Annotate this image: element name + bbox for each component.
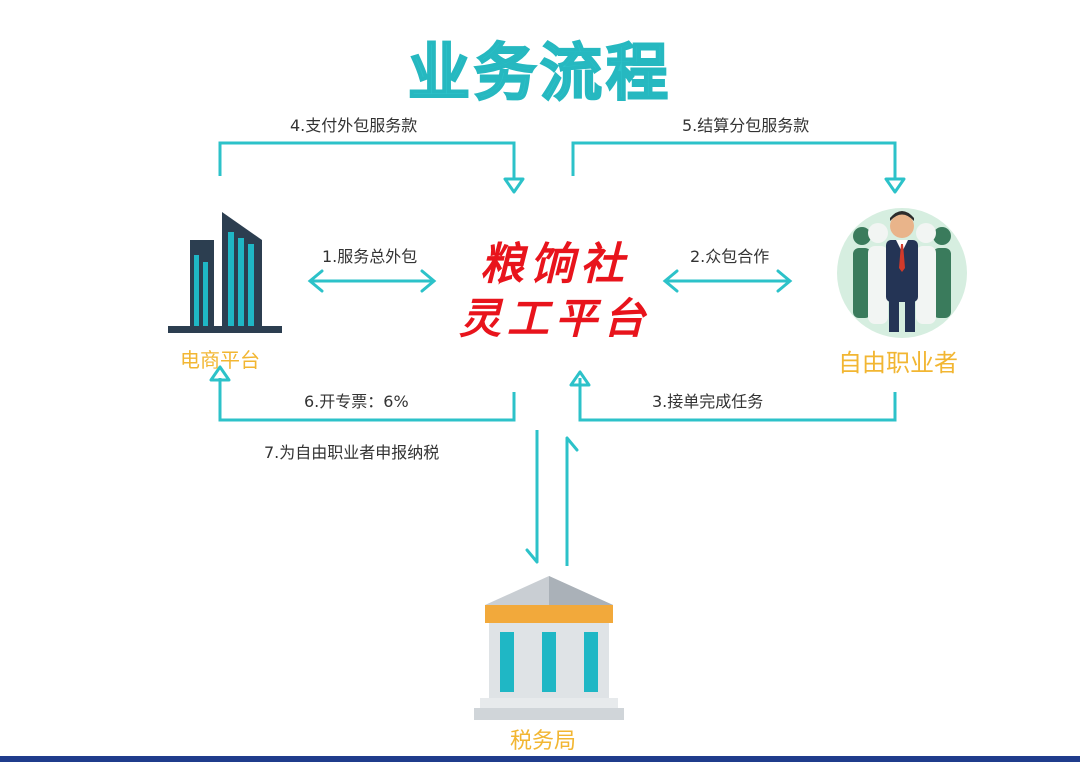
tax-bureau-label: 税务局 xyxy=(510,729,577,754)
bottom-border xyxy=(0,756,1080,762)
flow-line-step6 xyxy=(218,378,516,422)
flow-line-step4 xyxy=(218,141,516,178)
flow-line-step5 xyxy=(571,141,897,178)
arrowhead-step7-down xyxy=(525,548,539,564)
arrowhead-step1-left xyxy=(307,269,324,293)
arrowhead-step1-right xyxy=(420,269,437,293)
step-4-label: 4.支付外包服务款 xyxy=(290,116,418,135)
flow-line-step3 xyxy=(578,378,897,422)
step-2-label: 2.众包合作 xyxy=(690,247,770,266)
arrowhead-step2-right xyxy=(776,269,793,293)
step-5-label: 5.结算分包服务款 xyxy=(682,116,810,135)
arrowhead-step3 xyxy=(569,370,591,387)
step-3-label: 3.接单完成任务 xyxy=(652,392,764,411)
arrowhead-step4 xyxy=(503,177,525,194)
step-1-label: 1.服务总外包 xyxy=(322,247,418,266)
arrowhead-step6 xyxy=(209,365,231,382)
arrowhead-step5 xyxy=(884,177,906,194)
businessman-group-icon xyxy=(837,208,967,338)
center-platform-name: 粮饷社 xyxy=(480,239,630,290)
arrowhead-step2-left xyxy=(662,269,679,293)
step-7-label: 7.为自由职业者申报纳税 xyxy=(264,443,440,462)
government-building-icon xyxy=(474,576,624,720)
diagram-title: 业务流程 xyxy=(407,35,672,110)
freelancer-label: 自由职业者 xyxy=(838,349,958,377)
ecommerce-label: 电商平台 xyxy=(180,348,260,372)
office-buildings-icon xyxy=(168,212,282,333)
step-6-label: 6.开专票：6% xyxy=(304,392,409,411)
center-platform-subtitle: 灵工平台 xyxy=(458,294,651,343)
arrowhead-step7-up xyxy=(565,436,579,452)
